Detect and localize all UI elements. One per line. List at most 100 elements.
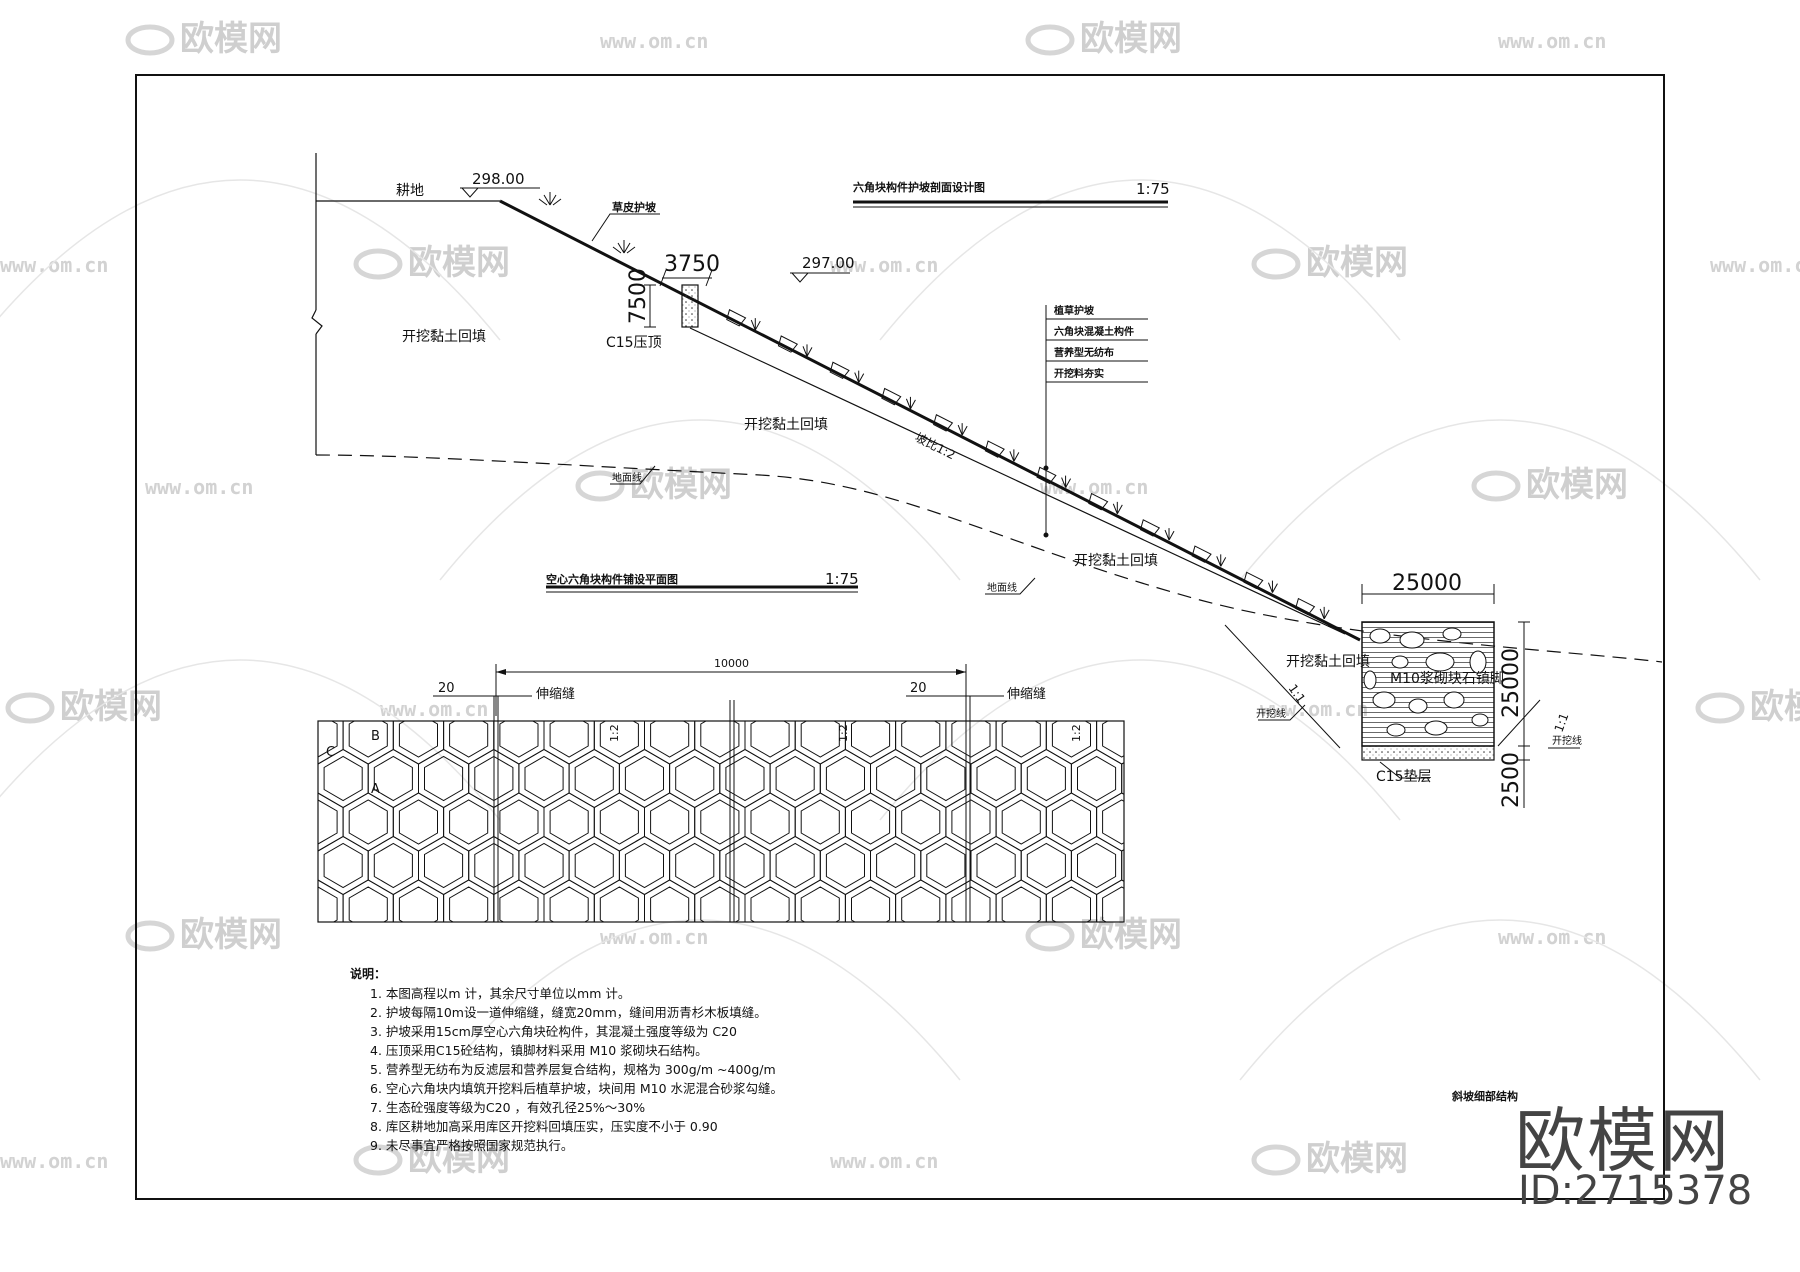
dim-height: 7500 <box>626 268 651 324</box>
hex-cell-inner <box>926 842 966 889</box>
hex-cell-inner <box>1051 886 1091 922</box>
grass-icon <box>1061 475 1072 488</box>
hex-cell <box>946 967 996 1025</box>
hex-cell <box>568 835 620 896</box>
hex-cell-inner <box>650 721 690 758</box>
watermark-logo-icon <box>1251 1144 1301 1176</box>
elevation-top: 298.00 <box>472 170 525 188</box>
hex-cell <box>844 721 897 765</box>
hex-cell <box>543 792 595 852</box>
hex-cell-inner <box>449 799 489 845</box>
hex-cell <box>1097 967 1147 1025</box>
watermark-arc <box>1239 919 1761 1081</box>
hex-cell <box>543 721 595 765</box>
hex-cell-inner <box>977 931 1015 975</box>
hex-cell-inner <box>1027 931 1065 975</box>
hex-cell-inner <box>1077 755 1117 802</box>
hex-cell <box>870 835 922 896</box>
hex-cell <box>669 835 721 896</box>
hex-cell-inner <box>650 799 690 845</box>
hex-cell <box>243 793 293 851</box>
grass-icon <box>1112 501 1123 515</box>
hex-cell <box>518 835 570 896</box>
hex-cell-inner <box>299 974 337 1018</box>
hex-block-section <box>1139 519 1161 537</box>
grass-icon <box>854 370 865 383</box>
watermark-url: www.om.cn <box>0 253 108 277</box>
hex-cell <box>342 792 394 852</box>
watermark-brand-logo: 欧模网 <box>1515 1100 1731 1182</box>
hex-cell-inner <box>650 886 690 922</box>
hex-cell <box>243 706 293 764</box>
watermark-brand: 欧模网 <box>1080 19 1182 59</box>
hex-cell-inner <box>876 755 916 802</box>
hex-cell <box>694 879 746 922</box>
elevation-mid: 297.00 <box>802 254 855 272</box>
hex-cell <box>644 721 696 765</box>
watermark-id: ID:2715378 <box>1518 1168 1753 1214</box>
hex-cell <box>568 748 620 809</box>
hex-cell-inner <box>499 721 539 758</box>
note-item: 4. 压顶采用C15砼结构，镇脚材料采用 M10 浆砌块石结构。 <box>370 1043 708 1058</box>
hex-cell <box>644 721 645 722</box>
hex-cell-inner <box>575 670 613 714</box>
hex-cell-inner <box>1051 799 1091 845</box>
hex-cell-inner <box>274 670 312 714</box>
hex-cell-inner <box>318 886 338 922</box>
watermark-url: www.om.cn <box>830 1149 938 1173</box>
hex-cell-inner <box>624 755 664 802</box>
hex-cell <box>995 792 1047 852</box>
stone-shape <box>1408 698 1428 714</box>
hex-block-section <box>829 361 850 380</box>
hex-block-section <box>1243 571 1264 590</box>
hex-cell-inner <box>424 842 464 889</box>
hex-cell <box>443 792 495 852</box>
hex-cell <box>618 835 671 896</box>
hex-block-row <box>726 309 1316 616</box>
hex-cell <box>744 721 746 722</box>
hex-cell-inner <box>499 799 539 845</box>
note-item: 7. 生态砼强度等级为C20 ，有效孔径25%～30% <box>370 1100 646 1115</box>
hex-cell-inner <box>1026 842 1066 889</box>
hex-cell <box>920 748 972 809</box>
watermark-brand: 欧模网 <box>180 915 282 955</box>
hex-cell-inner <box>901 886 941 922</box>
hex-cell-inner <box>800 721 840 758</box>
hex-cell-inner <box>1103 974 1141 1018</box>
hex-block-section <box>933 414 954 432</box>
stone-shape <box>1471 713 1489 727</box>
note-item: 6. 空心六角块内填筑开挖料后植草护坡，块间用 M10 水泥混合砂浆勾缝。 <box>370 1081 784 1096</box>
watermark-logo-icon <box>353 1144 403 1176</box>
hex-cell-inner <box>675 842 715 889</box>
stone-shape <box>1424 720 1448 736</box>
watermark-brand: 欧模网 <box>1306 243 1408 283</box>
hex-cell-inner <box>851 721 891 758</box>
excavation-left: 开挖线 <box>1256 707 1286 720</box>
hex-cell-inner <box>750 886 790 922</box>
hex-cell-inner <box>373 755 413 802</box>
hex-cell-inner <box>825 755 865 802</box>
hex-cell <box>895 879 947 922</box>
hex-cell <box>1122 663 1172 721</box>
hex-cell-inner <box>1051 721 1091 758</box>
hex-cell-inner <box>1001 886 1041 922</box>
note-item: 8. 库区耕地加高采用库区开挖料回填压实，压实度不小于 0.90 <box>370 1119 718 1134</box>
hex-cell <box>443 879 495 922</box>
hex-cell-inner <box>826 670 864 714</box>
hex-cell-inner <box>274 757 312 801</box>
hex-cell-inner <box>1153 713 1191 757</box>
toe-base-label: C15垫层 <box>1376 769 1432 785</box>
hex-cell-inner <box>574 755 614 802</box>
hex-cell-inner <box>1026 755 1066 802</box>
hex-cell-inner <box>599 799 639 845</box>
hex-cell <box>1172 750 1222 808</box>
hex-cell <box>970 748 1022 809</box>
hex-cell-inner <box>398 721 438 758</box>
hex-cell <box>819 748 871 809</box>
plan-view: 空心六角块构件铺设平面图 1:75 10000 20 伸缩缝 20 伸缩缝 A … <box>243 570 1222 1025</box>
plan-label-c: C <box>326 745 335 760</box>
legend-1: 植草护坡 <box>1053 304 1095 317</box>
note-item: 5. 营养型无纺布为反滤层和营养层复合结构，规格为 300g/m ~400g/m <box>370 1062 776 1077</box>
hex-cell-inner <box>499 886 539 922</box>
